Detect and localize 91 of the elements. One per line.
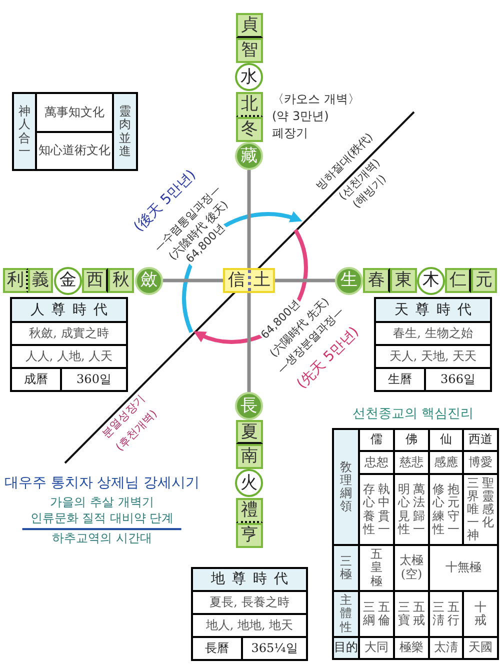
table-cell: 春生, 生物之始 <box>375 322 491 345</box>
table-cell: 天人, 天地, 天天 <box>375 345 491 368</box>
table-text: 三界唯一神 <box>466 476 480 542</box>
table-header-cell: 人尊時代 <box>11 298 127 322</box>
table-cell: 十戒 <box>463 591 498 637</box>
table-cell: 五皇極 <box>359 545 394 591</box>
table-title: 선천종교의 핵심진리 <box>352 408 474 422</box>
table-text: 修心練性 <box>432 483 445 536</box>
character-box: 秋 <box>108 268 134 293</box>
character-box: 春 <box>363 268 390 293</box>
table-cell: 長曆 <box>192 637 242 660</box>
character-circle: 火 <box>235 469 263 497</box>
axis-line <box>247 293 251 392</box>
character-circle: 斂 <box>135 266 163 294</box>
character-box: 東 <box>390 268 417 293</box>
heading-text: 대우주 통치자 상제님 강세시기 <box>4 474 200 492</box>
table-cell: 西道 <box>463 429 498 451</box>
table-cell: 人人, 人地, 人天 <box>11 345 127 368</box>
table-header-cell: 天尊時代 <box>375 298 491 322</box>
table-cell: 秋斂, 成實之時 <box>11 322 127 345</box>
table-cell: 神人合一 <box>13 93 36 170</box>
table-text: 聖靈感化 <box>482 476 494 530</box>
table-cell: 感應 <box>429 451 463 474</box>
table-cell: 仙 <box>429 429 463 451</box>
table-cell: 目的 <box>333 637 359 659</box>
table-cell: 生曆 <box>375 368 425 391</box>
character-box: 義 <box>28 268 53 293</box>
note-text: 인류문화 질적 대비약 단계 <box>22 512 182 530</box>
note-text: 가을의 추살 개벽기 <box>50 496 154 510</box>
table-text: 存心養性 <box>362 483 376 536</box>
character-circle: 藏 <box>235 142 263 170</box>
table-cell: 慈悲 <box>394 451 429 474</box>
character-text: 信 <box>225 270 250 291</box>
table-header-cell: 地尊時代 <box>192 568 307 591</box>
center-box <box>223 268 275 293</box>
table-cell: 360일 <box>61 368 127 391</box>
character-box: 冬 <box>236 117 263 142</box>
character-circle: 木 <box>417 266 445 294</box>
table-cell: 忠恕 <box>359 451 394 474</box>
character-box: 智 <box>236 38 263 63</box>
table-text: 明心見性 <box>398 483 410 536</box>
table-cell: 儒 <box>359 429 394 451</box>
table-cell: 靈肉並進 <box>113 93 137 170</box>
table-text: 五戒 <box>412 600 426 628</box>
character-box: 元 <box>471 268 497 293</box>
note-text: 하추교역의 시간대 <box>52 532 152 546</box>
table-cell: 萬事知文化 <box>36 93 113 132</box>
character-box: 利 <box>3 268 28 293</box>
table-cell: 太極(空) <box>394 545 429 591</box>
character-circle: 長 <box>235 392 263 420</box>
table-text: 三綱 <box>362 600 376 628</box>
table-cell: 地人, 地地, 地天 <box>192 614 307 637</box>
table-text: 三寶 <box>398 600 410 628</box>
table-cell: 主體性 <box>333 591 359 637</box>
character-box: 仁 <box>445 268 471 293</box>
character-box: 北 <box>236 92 263 117</box>
note-text: 〈카오스 개벽〉 <box>272 93 360 107</box>
character-circle: 水 <box>235 63 263 91</box>
table-cell: 太淸 <box>429 637 463 659</box>
table-text: 抱元守一 <box>447 483 460 536</box>
table-cell: 十無極 <box>429 545 498 591</box>
character-text: 土 <box>252 270 272 291</box>
character-box: 西 <box>82 268 108 293</box>
table-cell: 365¼일 <box>242 637 307 660</box>
table-cell: 知心道術文化 <box>36 132 113 170</box>
table-text: 五行 <box>447 600 460 628</box>
table-cell: 敎理綱領 <box>333 429 359 545</box>
character-box: 夏 <box>236 420 263 444</box>
table-cell: 成曆 <box>11 368 61 391</box>
axis-line <box>247 170 251 268</box>
table-cell: 366일 <box>425 368 491 391</box>
table-cell: 佛 <box>394 429 429 451</box>
table-cell: 三極 <box>333 545 359 591</box>
note-text: 폐장기 <box>272 127 308 141</box>
table-cell: 大同 <box>359 637 394 659</box>
note-text: (약 3만년) <box>272 110 329 124</box>
table-cell: 夏長, 長養之時 <box>192 591 307 614</box>
character-box: 亨 <box>236 523 263 548</box>
table-cell: 天國 <box>463 637 498 659</box>
table-text: 萬法歸一 <box>412 483 426 536</box>
character-box: 禮 <box>236 498 263 523</box>
table-text: 執中貫一 <box>378 483 390 536</box>
table-cell: 極樂 <box>394 637 429 659</box>
character-circle: 生 <box>335 266 363 294</box>
character-box: 貞 <box>236 13 263 38</box>
table-text: 五倫 <box>378 600 390 628</box>
axis-line <box>275 278 335 282</box>
character-circle: 金 <box>54 266 82 294</box>
table-cell: 博愛 <box>463 451 498 474</box>
table-text: 三淸 <box>432 600 445 628</box>
character-box: 南 <box>236 444 263 469</box>
